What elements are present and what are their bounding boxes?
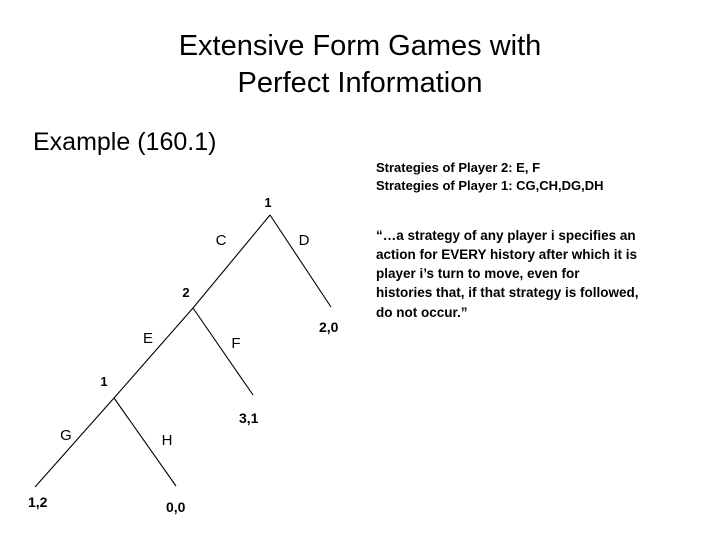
example-heading: Example (160.1) [33,128,217,156]
tree-action-label-E: E [143,330,153,347]
tree-node-labels: 1 2 1 [100,195,271,389]
tree-node-2-player-label: 2 [182,285,189,300]
quote-line-4: histories that, if that strategy is foll… [376,285,639,301]
tree-action-label-F: F [231,335,240,352]
quote-line-5: do not occur.” [376,304,468,320]
strategies-note: Strategies of Player 2: E, F Strategies … [376,159,706,196]
strategy-definition-quote: “…a strategy of any player i specifies a… [376,226,706,322]
tree-node-1b-player-label: 1 [100,374,107,389]
tree-action-labels: C D E F G H [60,232,309,449]
page-title: Extensive Form Games with Perfect Inform… [60,28,660,102]
tree-payoff-H: 0,0 [166,499,186,515]
tree-action-label-H: H [162,432,173,449]
tree-edge-G [34,397,115,488]
tree-action-label-D: D [299,232,310,249]
quote-line-2: action for EVERY history after which it … [376,247,638,263]
quote-line-1: “…a strategy of any player i specifies a… [376,228,636,243]
tree-edge-D [269,214,332,308]
strategies-player-2-line: Strategies of Player 2: E, F [376,160,541,175]
page-title-line-1: Extensive Form Games with [178,30,542,62]
quote-line-3: player i’s turn to move, even for [376,266,580,282]
tree-edge-F [192,307,254,396]
tree-payoff-F: 3,1 [239,410,259,426]
strategies-player-1-line: Strategies of Player 1: CG,CH,DG,DH [376,178,604,194]
tree-payoff-labels: 2,0 3,1 1,2 0,0 [28,319,339,515]
tree-node-root-player-label: 1 [264,195,271,210]
tree-edge-H [113,397,177,487]
tree-payoff-G: 1,2 [28,494,48,510]
tree-action-label-G: G [60,427,72,444]
tree-edge-E [113,307,194,399]
tree-edges [34,214,332,488]
tree-payoff-D: 2,0 [319,319,339,335]
tree-edge-C [192,214,271,309]
page-title-line-2: Perfect Information [237,66,483,99]
tree-action-label-C: C [216,232,227,249]
